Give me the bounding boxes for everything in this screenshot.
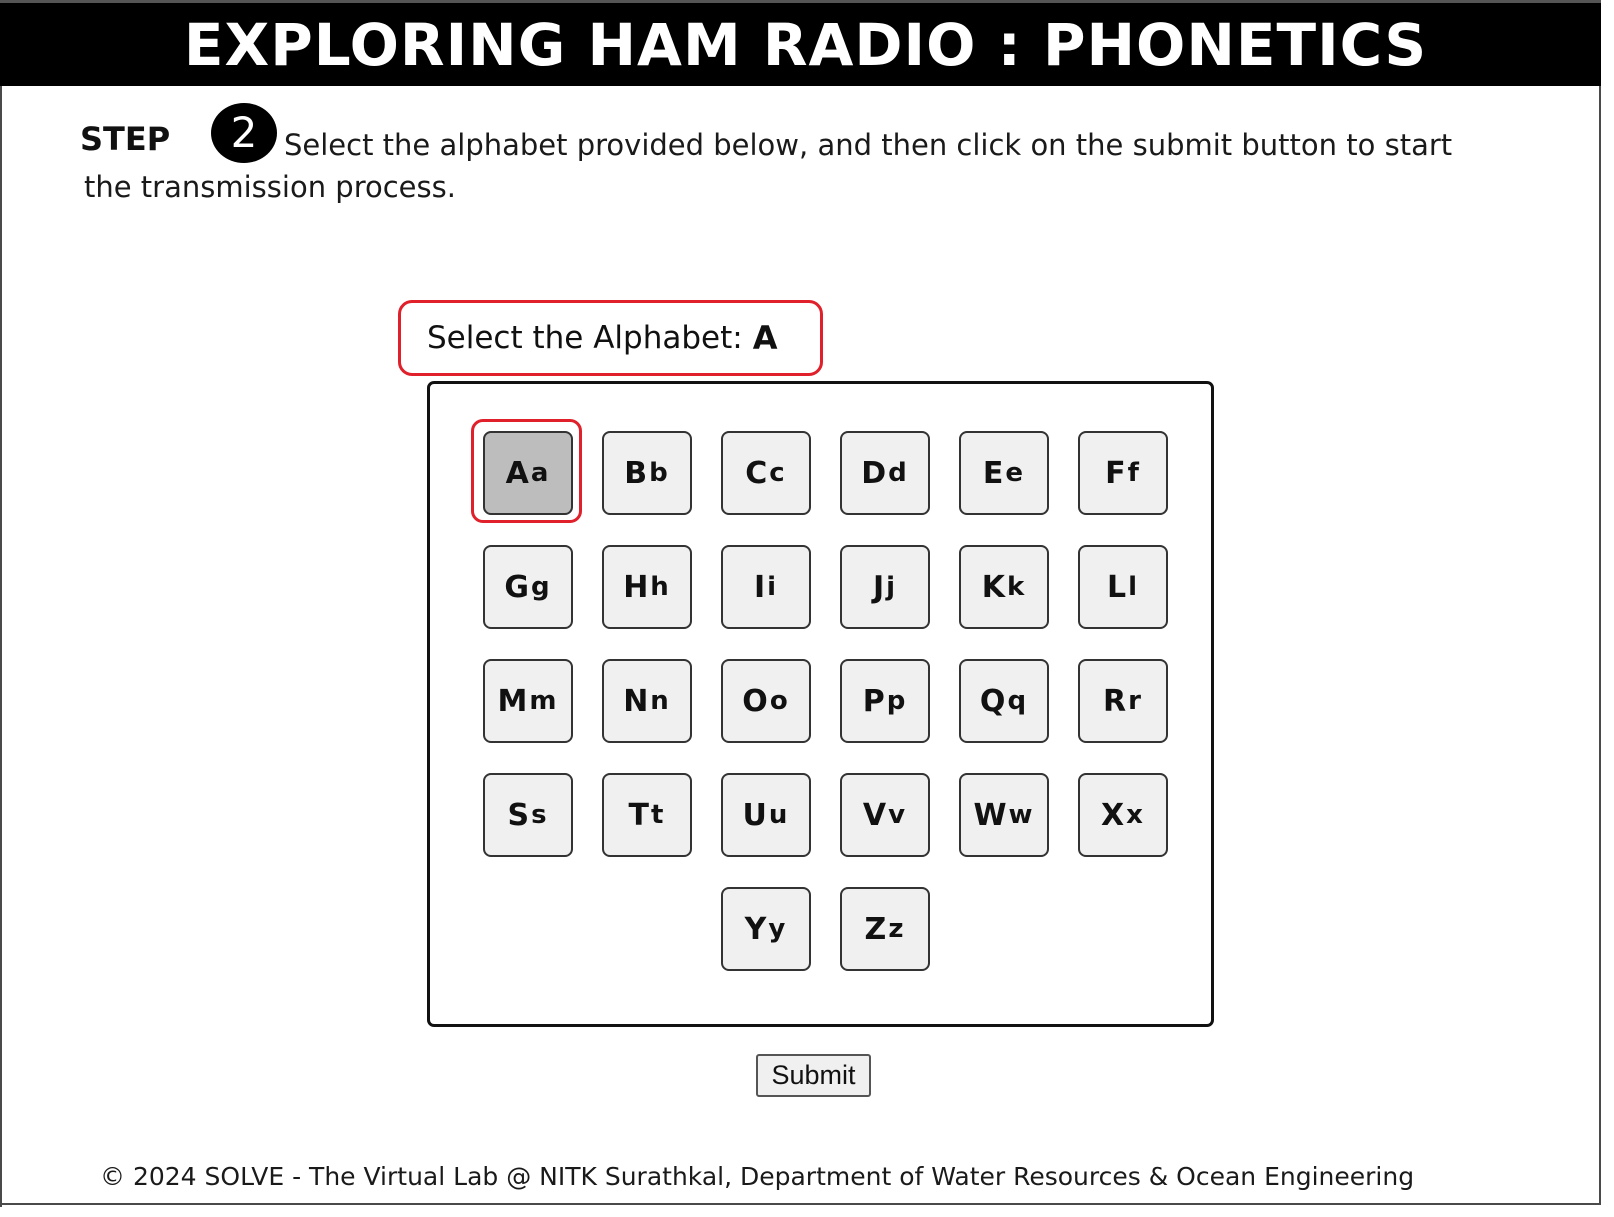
letter-uppercase: J: [872, 569, 887, 605]
letter-uppercase: W: [973, 797, 1009, 833]
letter-lowercase: m: [529, 686, 559, 716]
letter-lowercase: l: [1128, 572, 1140, 602]
letter-uppercase: E: [982, 455, 1006, 491]
letter-lowercase: e: [1005, 458, 1026, 488]
letter-lowercase: w: [1008, 800, 1035, 830]
letter-uppercase: G: [504, 569, 531, 605]
selected-alphabet-value: A: [752, 319, 778, 357]
submit-button[interactable]: Submit: [756, 1054, 871, 1097]
letter-lowercase: q: [1007, 686, 1029, 716]
letter-uppercase: R: [1103, 683, 1129, 719]
letter-uppercase: L: [1106, 569, 1129, 605]
page-header: EXPLORING HAM RADIO : PHONETICS: [0, 0, 1601, 86]
letter-lowercase: c: [769, 458, 787, 488]
letter-lowercase: s: [531, 800, 549, 830]
page-title: EXPLORING HAM RADIO : PHONETICS: [183, 10, 1428, 79]
selected-alphabet-label: Select the Alphabet:: [427, 320, 743, 356]
letter-uppercase: Z: [864, 911, 889, 947]
letter-lowercase: d: [888, 458, 909, 488]
letter-uppercase: U: [742, 797, 769, 833]
letter-lowercase: p: [886, 686, 908, 716]
left-border: [0, 84, 2, 1207]
letter-lowercase: o: [769, 686, 790, 716]
step-number-badge: 2: [211, 103, 277, 163]
letter-uppercase: I: [753, 569, 768, 605]
letter-lowercase: j: [886, 572, 898, 602]
step-label: STEP: [80, 120, 171, 158]
letter-uppercase: O: [742, 683, 770, 719]
letter-uppercase: M: [497, 683, 530, 719]
step-instruction: Select the alphabet provided below, and …: [84, 128, 1453, 204]
letter-lowercase: i: [767, 572, 779, 602]
letter-uppercase: V: [862, 797, 889, 833]
letter-uppercase: X: [1101, 797, 1127, 833]
letter-lowercase: k: [1006, 572, 1027, 602]
letter-lowercase: r: [1128, 686, 1143, 716]
letter-uppercase: H: [623, 569, 651, 605]
letter-uppercase: D: [861, 455, 889, 491]
footer-copyright: © 2024 SOLVE - The Virtual Lab @ NITK Su…: [100, 1162, 1415, 1191]
letter-lowercase: b: [649, 458, 670, 488]
letter-uppercase: A: [505, 455, 531, 491]
letter-uppercase: K: [981, 569, 1007, 605]
letter-lowercase: x: [1126, 800, 1145, 830]
letter-lowercase: u: [768, 800, 790, 830]
letter-lowercase: v: [888, 800, 908, 830]
letter-uppercase: Q: [979, 683, 1008, 719]
letter-uppercase: S: [507, 797, 532, 833]
letter-lowercase: n: [650, 686, 671, 716]
letter-uppercase: T: [628, 797, 652, 833]
letter-lowercase: t: [651, 800, 666, 830]
letter-lowercase: h: [650, 572, 671, 602]
letter-lowercase: f: [1127, 458, 1141, 488]
selected-alphabet-display: Select the Alphabet: A: [398, 300, 823, 376]
letter-uppercase: C: [745, 455, 770, 491]
letter-lowercase: a: [530, 458, 551, 488]
letter-uppercase: Y: [744, 911, 769, 947]
letter-lowercase: z: [888, 914, 906, 944]
letter-lowercase: y: [768, 914, 788, 944]
letter-uppercase: F: [1105, 455, 1128, 491]
letter-uppercase: P: [862, 683, 887, 719]
letter-lowercase: g: [531, 572, 552, 602]
letter-uppercase: N: [623, 683, 651, 719]
letter-uppercase: B: [624, 455, 650, 491]
